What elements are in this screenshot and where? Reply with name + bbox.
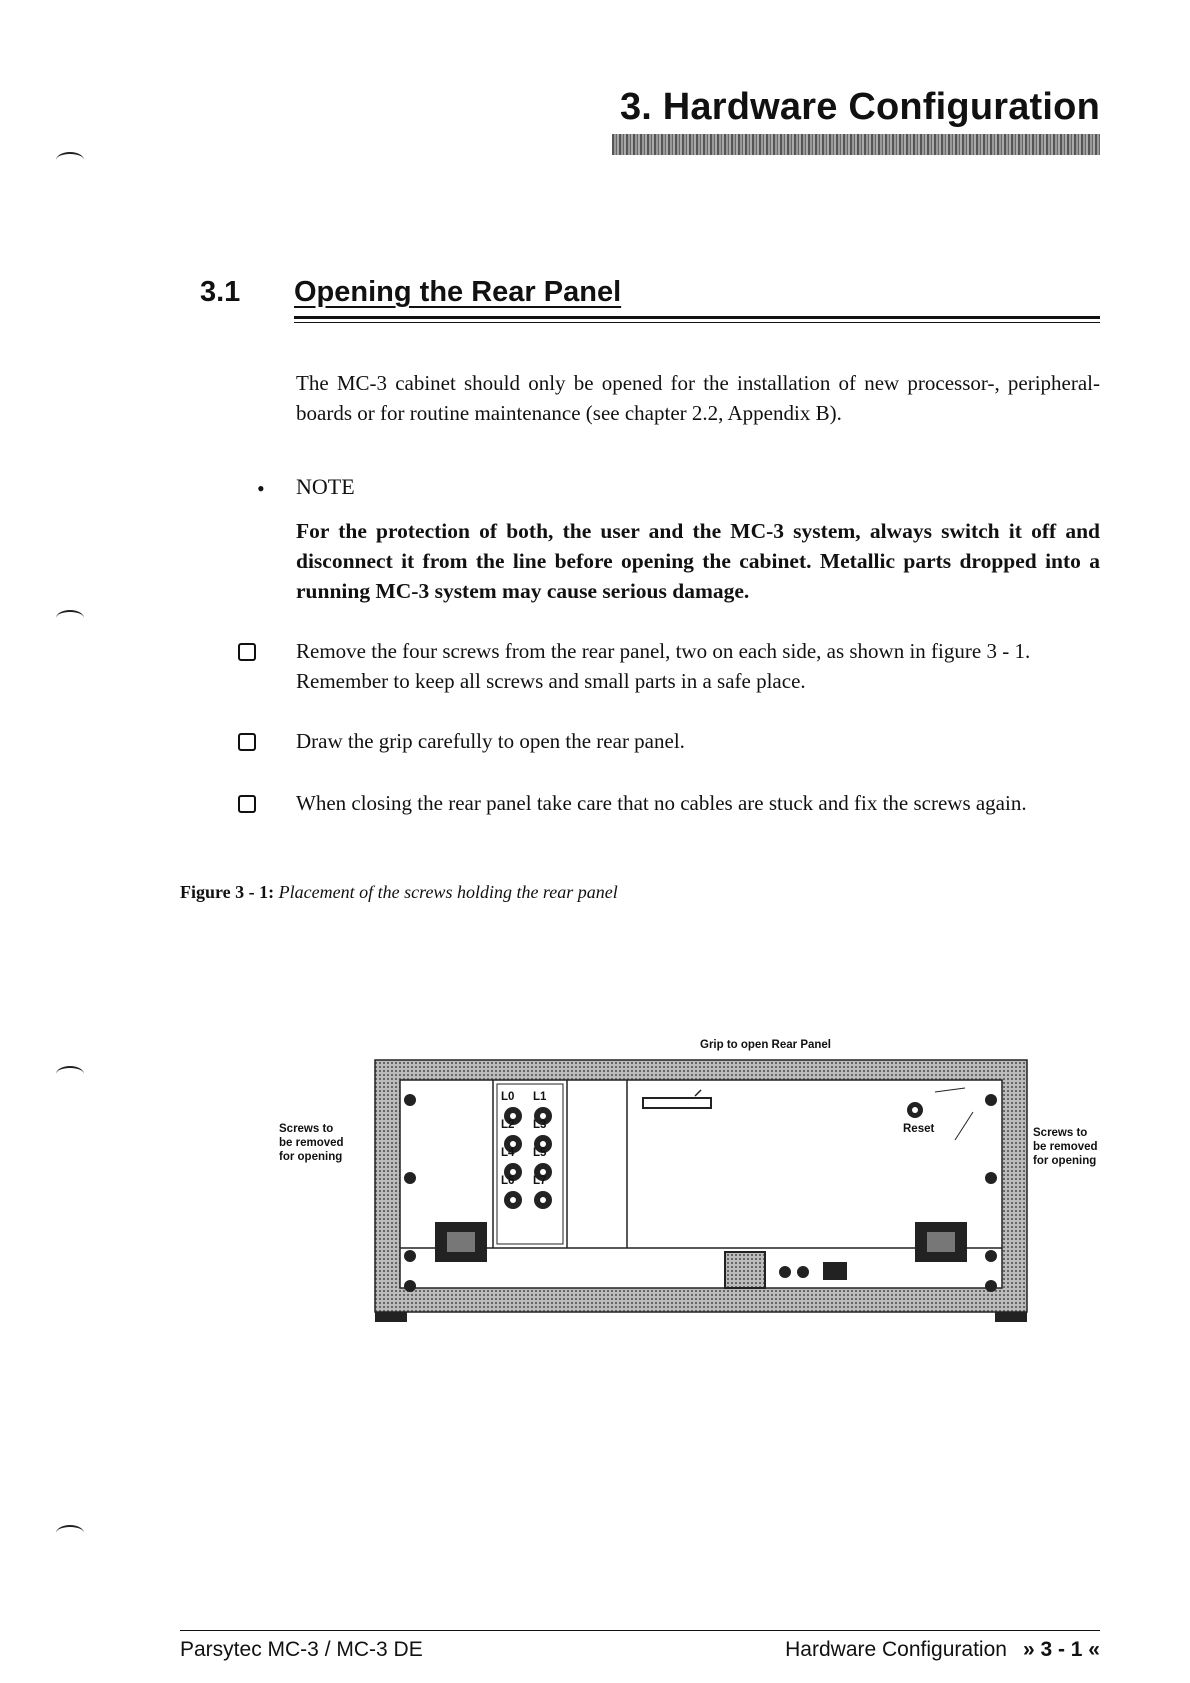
section-title: Opening the Rear Panel xyxy=(294,276,622,308)
step-item: Draw the grip carefully to open the rear… xyxy=(296,729,685,753)
footer-right: Hardware Configuration » 3 - 1 « xyxy=(740,1638,1100,1662)
cabinet-foot xyxy=(995,1312,1027,1322)
note-bullet: • xyxy=(257,476,265,501)
power-socket xyxy=(823,1262,847,1280)
link-label: L2 xyxy=(501,1119,515,1131)
margin-mark xyxy=(56,1525,84,1541)
reset-label: Reset xyxy=(903,1123,935,1135)
step-item: When closing the rear panel take care th… xyxy=(296,791,1027,815)
note-label: NOTE xyxy=(296,474,355,499)
link-label: L1 xyxy=(533,1091,547,1103)
figure-caption: Figure 3 - 1: Placement of the screws ho… xyxy=(180,882,618,903)
page-number: » 3 - 1 « xyxy=(1022,1638,1100,1661)
screw xyxy=(404,1280,416,1292)
screw xyxy=(404,1172,416,1184)
screw xyxy=(985,1094,997,1106)
margin-mark xyxy=(56,610,84,626)
link-label: L0 xyxy=(501,1091,515,1103)
link-label: L4 xyxy=(501,1147,515,1159)
rear-panel-diagram xyxy=(374,1059,1028,1322)
rear-panel-figure: L0 L1 L2 L3 L4 L5 L6 L7 Grip to open Rea… xyxy=(275,1030,1115,1330)
panel-grip xyxy=(642,1097,712,1109)
link-label: L3 xyxy=(533,1119,547,1131)
screws-label-left: Screws to be removed for opening xyxy=(279,1123,344,1163)
cabinet-foot xyxy=(375,1312,407,1322)
link-label: L7 xyxy=(533,1175,547,1187)
section-rule xyxy=(294,316,1100,319)
footer-chapter: Hardware Configuration xyxy=(785,1638,1007,1661)
screw xyxy=(404,1250,416,1262)
screws-label-right: Screws to be removed for opening xyxy=(1033,1127,1098,1167)
chapter-title: 3. Hardware Configuration xyxy=(619,86,1100,128)
section-number: 3.1 xyxy=(200,276,241,308)
screw xyxy=(404,1094,416,1106)
note-text: For the protection of both, the user and… xyxy=(296,519,1100,603)
screw xyxy=(985,1250,997,1262)
grip-label: Grip to open Rear Panel xyxy=(700,1039,831,1051)
screw xyxy=(985,1280,997,1292)
section-rule xyxy=(294,322,1100,323)
step-checkbox xyxy=(238,795,256,813)
link-label: L6 xyxy=(501,1175,515,1187)
screw xyxy=(985,1172,997,1184)
fuse xyxy=(797,1266,809,1278)
step-checkbox xyxy=(238,643,256,661)
step-checkbox xyxy=(238,733,256,751)
footer-title: Parsytec MC-3 / MC-3 DE xyxy=(180,1638,423,1661)
chapter-title-bar xyxy=(612,134,1100,155)
margin-mark xyxy=(56,152,84,168)
footer-rule xyxy=(180,1630,1100,1631)
figure-caption-text: Placement of the screws holding the rear… xyxy=(278,882,618,902)
link-label: L5 xyxy=(533,1147,547,1159)
intro-paragraph: The MC-3 cabinet should only be opened f… xyxy=(296,371,1100,425)
power-switch xyxy=(724,1251,766,1289)
step-item: Remove the four screws from the rear pan… xyxy=(296,639,1031,693)
margin-mark xyxy=(56,1066,84,1082)
figure-caption-label: Figure 3 - 1: xyxy=(180,882,275,902)
fuse xyxy=(779,1266,791,1278)
